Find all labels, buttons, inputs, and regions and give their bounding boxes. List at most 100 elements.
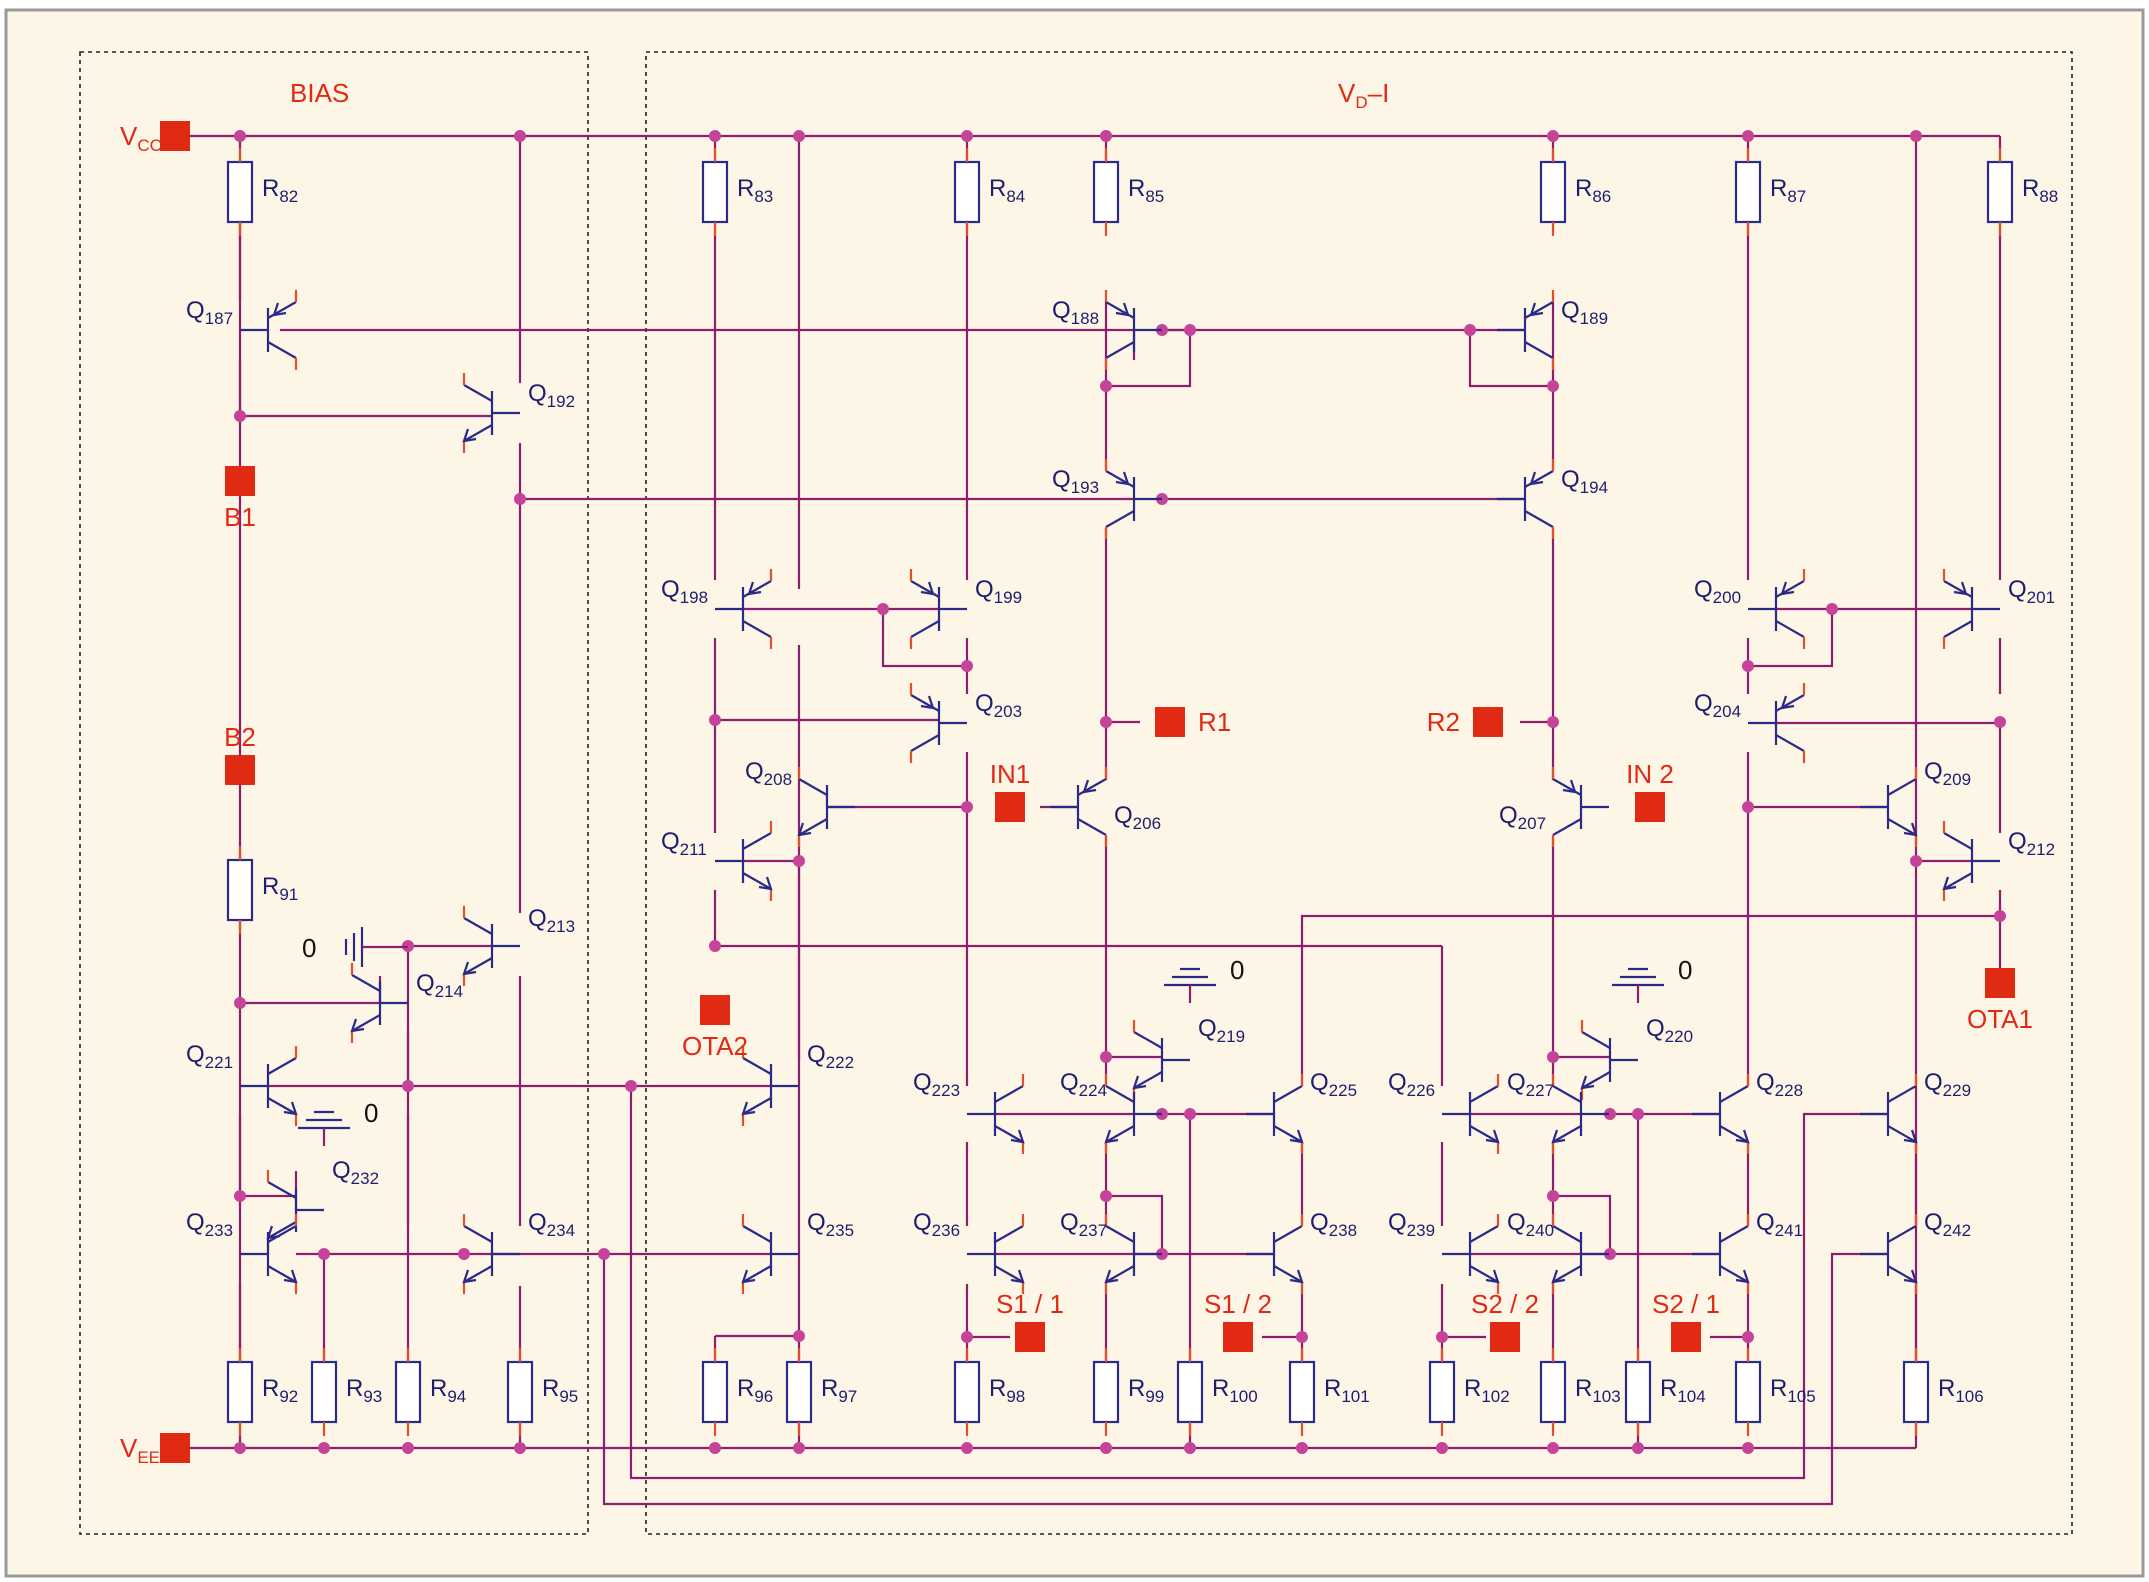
transistor-label: Q211	[661, 828, 707, 859]
transistor-label: Q232	[332, 1157, 379, 1188]
resistor-label: R95	[542, 1375, 578, 1406]
junction-dot	[318, 1442, 330, 1454]
pin-r2: R2	[1427, 707, 1503, 737]
transistor-Q220: Q220	[1580, 1015, 1693, 1100]
transistor-Q223: Q223	[913, 1069, 1025, 1154]
transistor-Q208: Q208	[745, 758, 855, 847]
junction-dot	[961, 1442, 973, 1454]
resistor-R87: R87	[1734, 148, 1806, 236]
transistor-Q209: Q209	[1860, 758, 1971, 847]
junction-dot	[402, 1080, 414, 1092]
junction-dot	[514, 1442, 526, 1454]
transistor-label: Q209	[1924, 758, 1971, 789]
resistor-R103: R103	[1539, 1348, 1621, 1436]
junction-dot	[1547, 1051, 1559, 1063]
transistor-label: Q213	[528, 905, 575, 936]
junction-dot	[1184, 324, 1196, 336]
transistor-Q189: Q189	[1497, 290, 1608, 370]
transistor-Q222: Q222	[741, 1041, 854, 1126]
pin-label: R2	[1427, 707, 1460, 737]
resistor-label: R103	[1575, 1375, 1621, 1406]
junction-dot	[234, 1190, 246, 1202]
junction-dot	[625, 1080, 637, 1092]
transistor-Q201: Q201	[1942, 569, 2055, 649]
transistor-label: Q242	[1924, 1209, 1971, 1240]
pin-vcc: VCC	[120, 121, 190, 155]
resistor-label: R88	[2022, 175, 2058, 206]
transistor-Q213: Q213	[462, 905, 575, 986]
vdi-block-title: VD–I	[1338, 78, 1389, 112]
pin-label: OTA1	[1967, 1004, 2033, 1034]
junction-dot	[1632, 1442, 1644, 1454]
pin-s21: S2 / 1	[1652, 1289, 1720, 1352]
junction-dot	[514, 493, 526, 505]
transistor-Q187: Q187	[186, 290, 298, 370]
transistor-label: Q224	[1060, 1069, 1107, 1100]
junction-dot	[1436, 1331, 1448, 1343]
resistor-label: R93	[346, 1375, 382, 1406]
transistor-Q207: Q207	[1499, 767, 1609, 847]
transistor-Q211: Q211	[661, 821, 773, 901]
resistor-R96: R96	[701, 1348, 773, 1436]
junction-dot	[1547, 1190, 1559, 1202]
pin-label: B1	[224, 502, 256, 532]
transistor-label: Q229	[1924, 1069, 1971, 1100]
junction-dot	[1547, 130, 1559, 142]
resistor-label: R102	[1464, 1375, 1510, 1406]
junction-dot	[1632, 1108, 1644, 1120]
resistor-R102: R102	[1428, 1348, 1510, 1436]
pin-ota2: OTA2	[682, 995, 748, 1061]
transistor-Q192: Q192	[462, 373, 575, 453]
junction-dot	[1100, 130, 1112, 142]
ground-symbol: 0	[298, 1098, 378, 1146]
resistor-R104: R104	[1624, 1348, 1706, 1436]
pin-label: B2	[224, 722, 256, 752]
junction-dot	[1464, 324, 1476, 336]
transistor-Q226: Q226	[1388, 1069, 1500, 1154]
transistor-Q212: Q212	[1942, 821, 2055, 901]
resistor-label: R85	[1128, 175, 1164, 206]
transistor-Q233: Q233	[186, 1209, 298, 1294]
junction-dot	[1994, 716, 2006, 728]
transistor-Q198: Q198	[661, 569, 773, 649]
resistor-label: R101	[1324, 1375, 1370, 1406]
resistor-label: R82	[262, 175, 298, 206]
junction-dot	[961, 660, 973, 672]
junction-dot	[793, 1330, 805, 1342]
transistor-label: Q206	[1114, 802, 1161, 833]
transistor-label: Q207	[1499, 802, 1546, 833]
pin-label: S1 / 2	[1204, 1289, 1272, 1319]
junction-dot	[709, 130, 721, 142]
pin-b2: B2	[224, 722, 256, 785]
transistor-label: Q208	[745, 758, 792, 789]
pin-label: IN1	[990, 759, 1030, 789]
junction-dot	[1436, 1442, 1448, 1454]
transistor-Q199: Q199	[909, 569, 1022, 649]
resistor-label: R100	[1212, 1375, 1258, 1406]
junction-dot	[793, 1442, 805, 1454]
resistor-R98: R98	[953, 1348, 1025, 1436]
pin-label: R1	[1198, 707, 1231, 737]
resistor-R105: R105	[1734, 1348, 1816, 1436]
transistor-label: Q194	[1561, 466, 1608, 497]
resistor-label: R91	[262, 873, 298, 904]
resistor-R99: R99	[1092, 1348, 1164, 1436]
junction-dot	[961, 130, 973, 142]
transistor-label: Q188	[1052, 297, 1099, 328]
junction-dot	[402, 1442, 414, 1454]
resistor-label: R104	[1660, 1375, 1706, 1406]
junction-dot	[1910, 855, 1922, 867]
transistor-label: Q222	[807, 1041, 854, 1072]
junction-dot	[1547, 380, 1559, 392]
transistor-label: Q193	[1052, 466, 1099, 497]
resistor-label: R96	[737, 1375, 773, 1406]
transistor-label: Q187	[186, 297, 233, 328]
resistor-label: R106	[1938, 1375, 1984, 1406]
pin-s22: S2 / 2	[1471, 1289, 1539, 1352]
transistor-label: Q239	[1388, 1209, 1435, 1240]
resistor-label: R83	[737, 175, 773, 206]
transistor-Q193: Q193	[1052, 459, 1162, 539]
junction-dot	[1547, 716, 1559, 728]
